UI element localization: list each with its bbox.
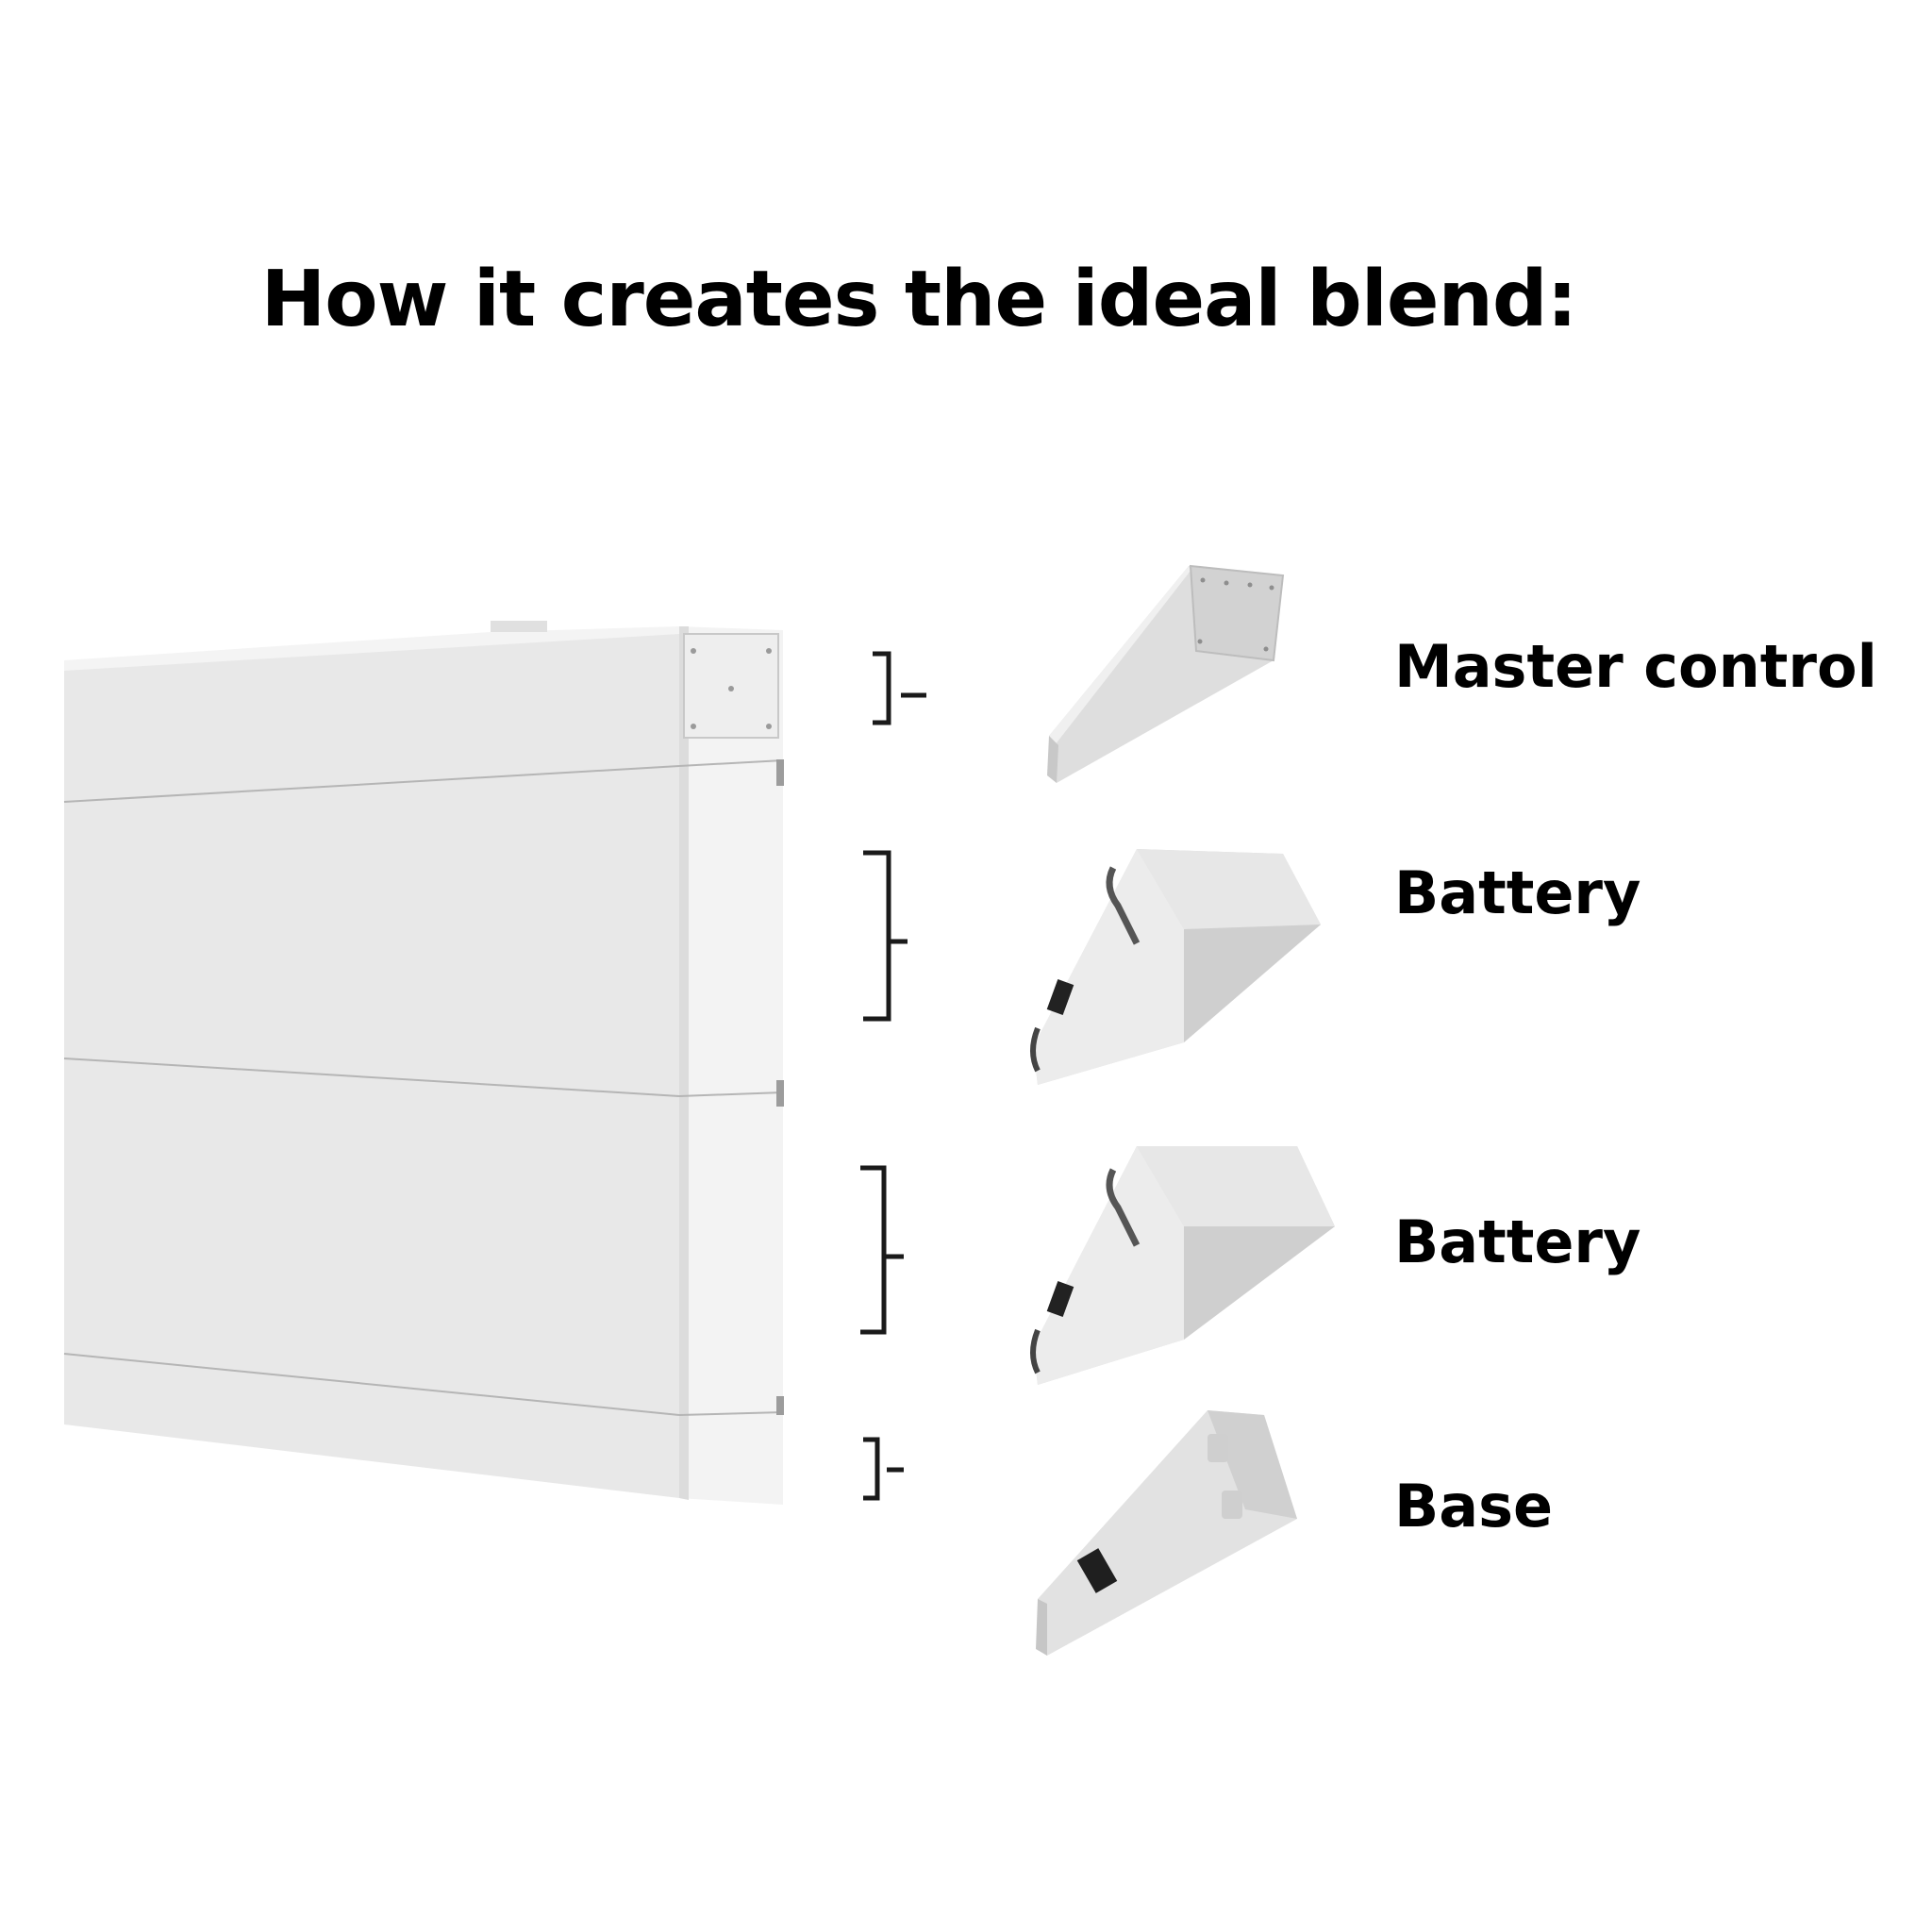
unit-side-shade [679,626,689,1500]
module-base [1036,1410,1297,1656]
bracket-master [873,654,926,723]
unit-top-connector [491,621,547,632]
bracket-battery-2 [860,1168,904,1332]
assembled-unit [64,621,784,1505]
bracket-battery-1 [863,853,908,1019]
module-battery-2 [1033,1146,1335,1385]
label-master-control: Master control [1394,632,1877,701]
module-master-control [1047,566,1283,783]
label-battery-2: Battery [1394,1208,1641,1276]
bracket-base [863,1440,904,1498]
label-battery-1: Battery [1394,858,1641,927]
module-battery-1 [1033,849,1321,1085]
label-base: Base [1394,1472,1553,1541]
brackets [860,654,926,1498]
unit-side-panel [679,626,783,1505]
